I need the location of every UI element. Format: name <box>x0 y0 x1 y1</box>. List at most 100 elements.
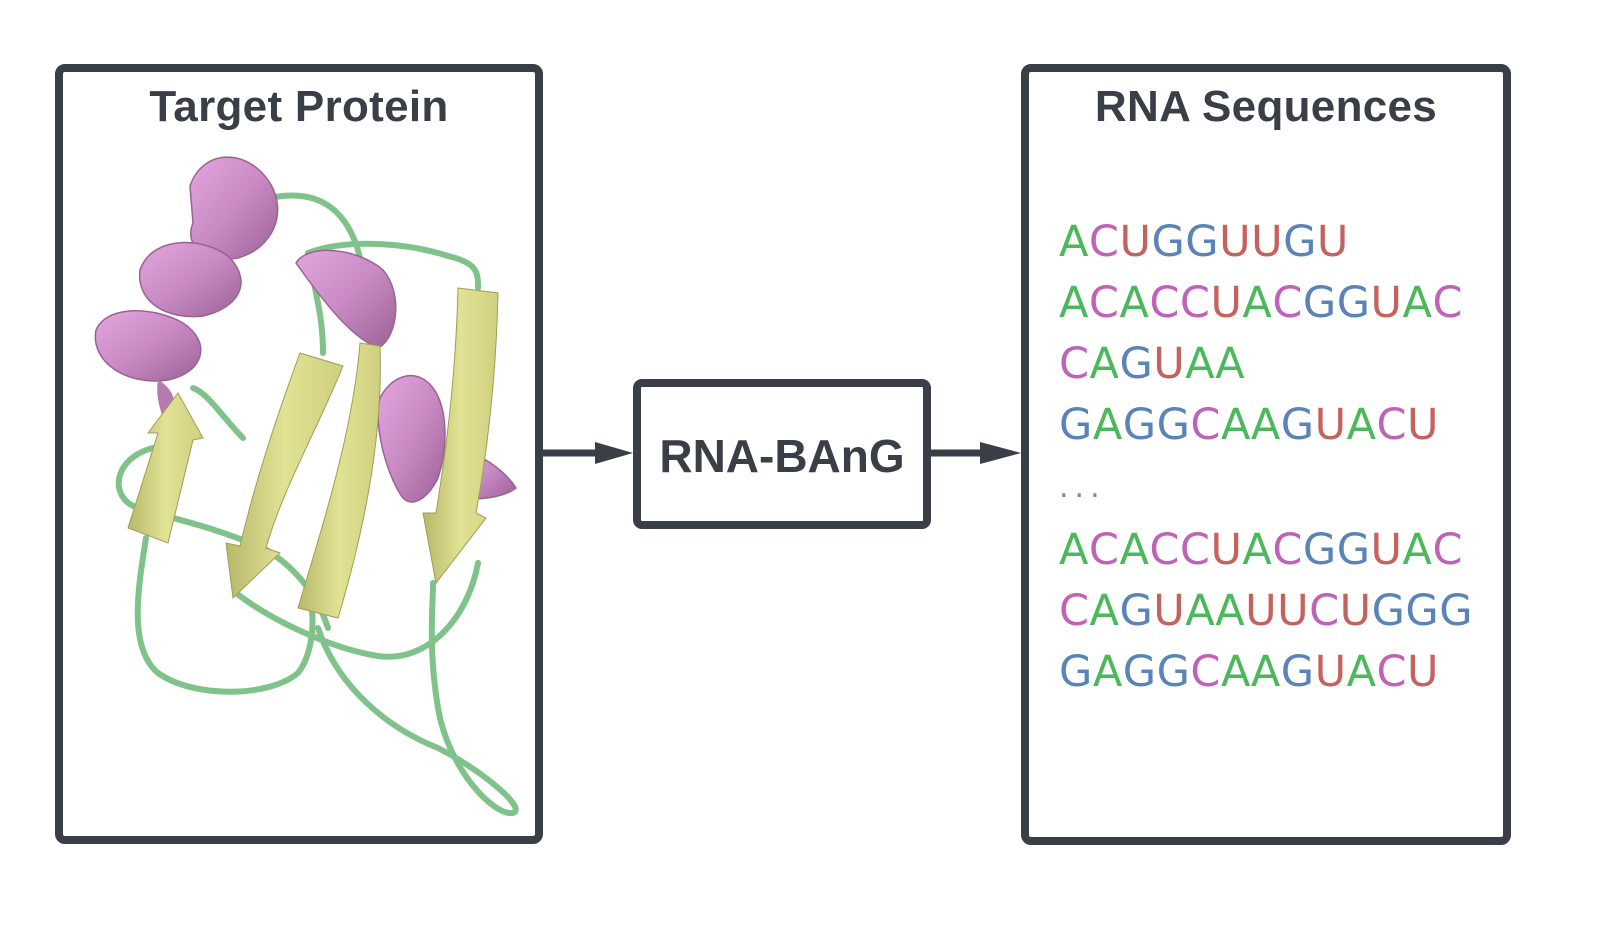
nucleotide-U: U <box>1219 217 1252 267</box>
nucleotide-A: A <box>1089 586 1120 636</box>
nucleotide-U: U <box>1339 586 1372 636</box>
nucleotide-G: G <box>1280 647 1315 697</box>
nucleotide-G: G <box>1119 586 1154 636</box>
nucleotide-U: U <box>1245 586 1278 636</box>
nucleotide-A: A <box>1185 586 1216 636</box>
sequence-line: CAGUAA <box>1059 334 1473 395</box>
sequence-line: CAGUAAUUCUGGG <box>1059 581 1473 642</box>
nucleotide-C: C <box>1272 525 1303 575</box>
nucleotide-G: G <box>1283 217 1317 267</box>
sequence-line: ACACCUACGGUAC <box>1059 520 1473 581</box>
nucleotide-A: A <box>1242 525 1273 575</box>
nucleotide-U: U <box>1314 400 1347 450</box>
nucleotide-C: C <box>1190 647 1221 697</box>
nucleotide-G: G <box>1059 647 1093 697</box>
beta-strand <box>422 287 499 585</box>
nucleotide-G: G <box>1405 586 1440 636</box>
nucleotide-G: G <box>1280 400 1315 450</box>
nucleotide-A: A <box>1092 400 1123 450</box>
nucleotide-C: C <box>1432 525 1463 575</box>
rna-sequences-panel: RNA Sequences ACUGGUUGU ACACCUACGGUAC CA… <box>1021 64 1511 845</box>
nucleotide-A: A <box>1242 278 1273 328</box>
nucleotide-G: G <box>1122 647 1157 697</box>
sequence-line: ... <box>1059 470 1106 505</box>
nucleotide-C: C <box>1190 400 1221 450</box>
nucleotide-C: C <box>1432 278 1463 328</box>
sequence-list: ACUGGUUGU ACACCUACGGUAC CAGUAA GAGGCAAGU… <box>1059 212 1473 703</box>
nucleotide-U: U <box>1370 525 1403 575</box>
beta-strand <box>127 392 204 544</box>
nucleotide-A: A <box>1250 400 1281 450</box>
helix-turn <box>139 241 242 318</box>
target-protein-title: Target Protein <box>149 82 449 131</box>
nucleotide-C: C <box>1059 339 1090 389</box>
nucleotide-C: C <box>1376 400 1408 450</box>
sequence-line: GAGGCAAGUACU <box>1059 642 1473 703</box>
arrow-protein-to-model <box>543 442 633 464</box>
nucleotide-G: G <box>1119 339 1154 389</box>
nucleotide-C: C <box>1088 525 1120 575</box>
nucleotide-U: U <box>1407 647 1440 697</box>
nucleotide-A: A <box>1059 525 1089 575</box>
nucleotide-G: G <box>1439 586 1474 636</box>
nucleotide-C: C <box>1179 278 1211 328</box>
loop-segment <box>115 445 331 631</box>
nucleotide-U: U <box>1153 586 1186 636</box>
sequence-line: GAGGCAAGUACU <box>1059 395 1473 456</box>
beta-strand <box>225 352 344 600</box>
nucleotide-C: C <box>1059 586 1090 636</box>
nucleotide-U: U <box>1210 278 1243 328</box>
protein-structure-image <box>94 156 519 817</box>
nucleotide-C: C <box>1149 525 1180 575</box>
nucleotide-C: C <box>1309 586 1340 636</box>
nucleotide-C: C <box>1149 278 1180 328</box>
helix-turn <box>295 249 397 349</box>
nucleotide-A: A <box>1059 278 1089 328</box>
nucleotide-G: G <box>1059 400 1093 450</box>
rna-sequences-title: RNA Sequences <box>1094 82 1438 131</box>
nucleotide-G: G <box>1122 400 1157 450</box>
nucleotide-A: A <box>1059 217 1089 267</box>
nucleotide-C: C <box>1088 217 1120 267</box>
nucleotide-G: G <box>1151 217 1186 267</box>
nucleotide-A: A <box>1119 278 1150 328</box>
nucleotide-G: G <box>1156 400 1191 450</box>
loop-segment <box>233 560 481 660</box>
rna-bang-model-box: RNA-BAnG <box>633 379 931 529</box>
beta-strand <box>297 342 381 619</box>
sequence-line: ACACCUACGGUAC <box>1059 273 1473 334</box>
helix-turn <box>377 374 446 503</box>
nucleotide-G: G <box>1185 217 1220 267</box>
helix-right <box>295 249 518 503</box>
nucleotide-G: G <box>1336 525 1371 575</box>
helix-turn <box>94 310 202 382</box>
beta-strands <box>127 287 499 619</box>
loop-segment <box>267 192 366 276</box>
nucleotide-A: A <box>1346 647 1377 697</box>
helix-turn <box>189 156 279 260</box>
nucleotide-A: A <box>1215 339 1246 389</box>
nucleotide-A: A <box>1089 339 1120 389</box>
helix-left <box>94 156 279 418</box>
loop-segment <box>315 580 519 817</box>
nucleotide-U: U <box>1316 217 1349 267</box>
loop-segment <box>305 240 481 291</box>
nucleotide-G: G <box>1336 278 1371 328</box>
nucleotide-C: C <box>1376 647 1408 697</box>
nucleotide-U: U <box>1277 586 1310 636</box>
nucleotide-C: C <box>1272 278 1303 328</box>
nucleotide-U: U <box>1210 525 1243 575</box>
nucleotide-A: A <box>1119 525 1150 575</box>
nucleotide-A: A <box>1220 647 1251 697</box>
loop-segment <box>190 385 246 441</box>
nucleotide-A: A <box>1402 525 1433 575</box>
nucleotide-U: U <box>1153 339 1186 389</box>
target-protein-panel: Target Protein <box>55 64 543 844</box>
nucleotide-C: C <box>1179 525 1211 575</box>
nucleotide-A: A <box>1346 400 1377 450</box>
nucleotide-U: U <box>1119 217 1152 267</box>
nucleotide-U: U <box>1407 400 1440 450</box>
arrow-model-to-sequences <box>931 442 1021 464</box>
nucleotide-G: G <box>1371 586 1406 636</box>
nucleotide-A: A <box>1215 586 1246 636</box>
